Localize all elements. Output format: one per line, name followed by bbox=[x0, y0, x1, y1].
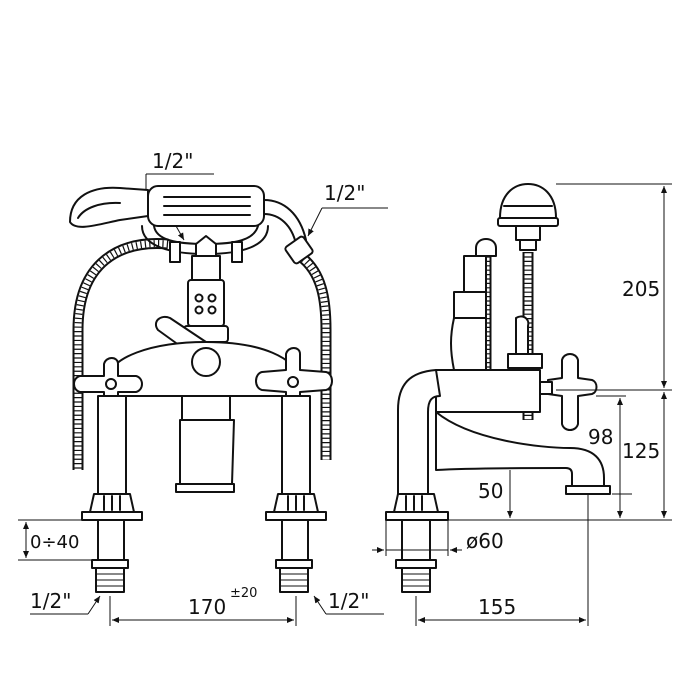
base-diameter-label: ø60 bbox=[466, 529, 504, 553]
thread-handshower-label: 1/2" bbox=[152, 149, 193, 173]
side-dimensions: 205 125 98 50 ø60 155 bbox=[372, 183, 672, 626]
pillar-side bbox=[385, 493, 449, 593]
front-dimensions: 1/2" 1/2" 0÷40 1/2" 1/2" 170 ±20 bbox=[18, 149, 388, 626]
shower-hose bbox=[72, 238, 332, 470]
hand-shower-head-side bbox=[497, 183, 559, 251]
height-adjust-label: 0÷40 bbox=[30, 532, 79, 553]
mixer-body-side bbox=[397, 255, 611, 495]
height-spout-label: 125 bbox=[622, 439, 660, 463]
projection-label: 155 bbox=[478, 595, 516, 619]
front-view: 1/2" 1/2" 0÷40 1/2" 1/2" 170 ±20 bbox=[18, 149, 388, 626]
height-handle-label: 98 bbox=[588, 425, 613, 449]
thread-hose-label: 1/2" bbox=[324, 181, 365, 205]
height-total-label: 205 bbox=[622, 277, 660, 301]
center-distance-label: 170 bbox=[188, 595, 226, 619]
mixer-body bbox=[107, 235, 301, 493]
thread-right-label: 1/2" bbox=[328, 589, 369, 613]
pillar-right bbox=[265, 395, 327, 593]
center-tolerance-label: ±20 bbox=[230, 586, 257, 601]
height-outlet-label: 50 bbox=[478, 479, 503, 503]
pillar-left bbox=[81, 395, 143, 593]
thread-left-label: 1/2" bbox=[30, 589, 71, 613]
hand-shower bbox=[69, 185, 314, 265]
side-view: 205 125 98 50 ø60 155 bbox=[372, 183, 672, 626]
